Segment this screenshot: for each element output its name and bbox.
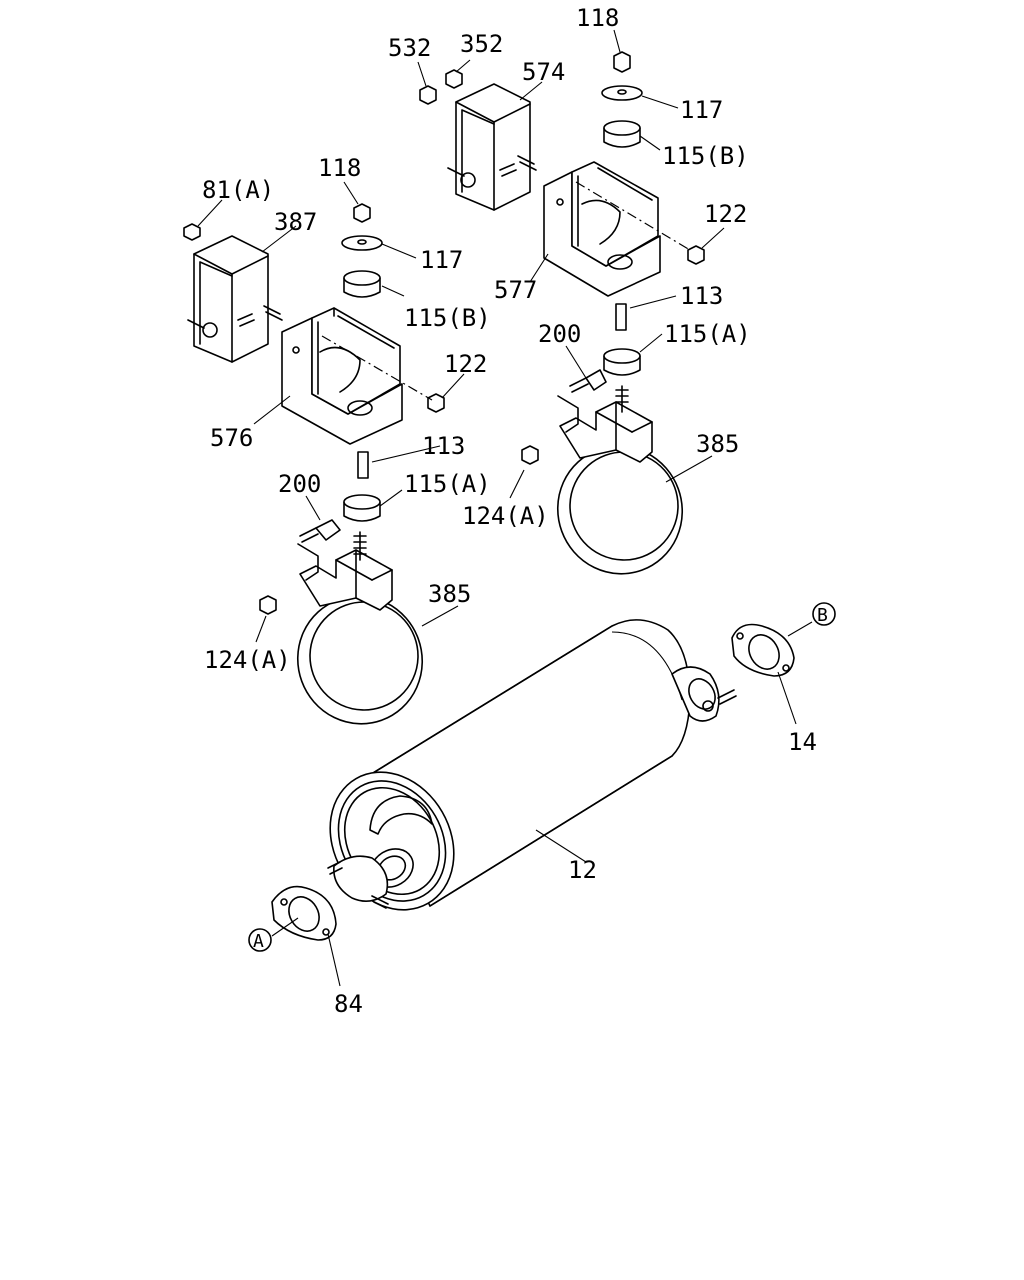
part-label: 81(A)	[202, 176, 274, 204]
part-label: 14	[788, 728, 817, 756]
part-label: 117	[680, 96, 723, 124]
part-label: 124(A)	[462, 502, 549, 530]
part-label: 385	[428, 580, 471, 608]
part-label: 124(A)	[204, 646, 291, 674]
gasket-84	[271, 885, 337, 941]
svg-text:A: A	[253, 931, 264, 952]
part-label: 387	[274, 208, 317, 236]
muffler-body	[327, 619, 737, 911]
part-label: 115(A)	[404, 470, 491, 498]
part-label: 118	[318, 154, 361, 182]
part-label: 115(B)	[662, 142, 749, 170]
part-label: 117	[420, 246, 463, 274]
part-label: 118	[576, 4, 619, 32]
part-label: 577	[494, 276, 537, 304]
hardware-right	[419, 51, 705, 465]
part-label: 532	[388, 34, 431, 62]
leader-lines	[197, 29, 813, 987]
bracket-577	[517, 155, 661, 297]
part-label: 122	[444, 350, 487, 378]
centerline-left	[321, 335, 433, 401]
part-label: 84	[334, 990, 363, 1018]
hardware-left	[183, 203, 445, 615]
gasket-14	[731, 623, 795, 677]
part-label: 576	[210, 424, 253, 452]
clamp-band-385-left	[296, 531, 424, 725]
centerline-right	[575, 181, 691, 251]
part-label: 115(A)	[664, 320, 751, 348]
bracket-387	[187, 235, 269, 363]
part-label: 385	[696, 430, 739, 458]
part-label: 113	[422, 432, 465, 460]
part-label: 12	[568, 856, 597, 884]
part-label: 200	[278, 470, 321, 498]
part-label: 352	[460, 30, 503, 58]
part-label: 115(B)	[404, 304, 491, 332]
part-label: 113	[680, 282, 723, 310]
bracket-576	[263, 305, 403, 445]
part-label: 200	[538, 320, 581, 348]
reference-marker-b: B	[812, 602, 836, 626]
part-label: 122	[704, 200, 747, 228]
svg-text:B: B	[817, 605, 828, 626]
part-label: 574	[522, 58, 565, 86]
reference-marker-a: A	[248, 928, 272, 952]
bracket-574	[447, 83, 531, 211]
clamp-band-385-right	[556, 385, 684, 575]
